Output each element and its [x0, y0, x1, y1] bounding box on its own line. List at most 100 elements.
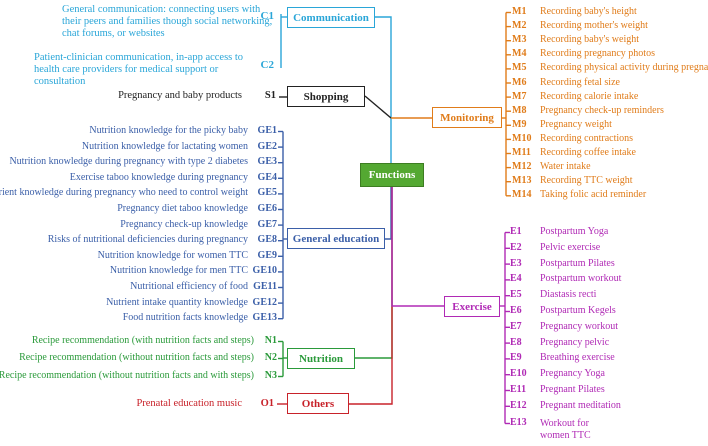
others-item-text: Prenatal education music — [136, 398, 242, 409]
exercise-item-text: Pregnancy Yoga — [540, 368, 605, 380]
general-item-code: GE4 — [257, 171, 277, 183]
monitoring-item-text: Recording fetal size — [540, 76, 620, 88]
exercise-item-text: Workout for women TTC — [540, 418, 591, 441]
exercise-item-code: E4 — [510, 273, 522, 285]
monitoring-item-code: M13 — [512, 175, 532, 187]
general-education-category-box: General education — [287, 228, 385, 249]
others-item-code: O1 — [260, 398, 274, 409]
general-item-text: Risks of nutritional deficiencies during… — [47, 234, 248, 246]
monitoring-item-code: M14 — [512, 189, 532, 201]
monitoring-item-text: Recording baby's height — [540, 6, 637, 17]
monitoring-item-text: Recording TTC weight — [540, 175, 633, 187]
general-item-code: GE1 — [257, 125, 277, 136]
general-item-code: GE13 — [252, 312, 277, 324]
exercise-item-code: E6 — [510, 305, 522, 316]
nutrition-item-code: N1 — [264, 335, 277, 346]
exercise-item-text: Pelvic exercise — [540, 241, 601, 253]
monitoring-item-text: Recording mother's weight — [540, 20, 648, 32]
monitoring-item-text: Pregnancy weight — [540, 118, 612, 130]
general-item-code: GE8 — [257, 234, 277, 246]
monitoring-item-text: Recording physical activity during pregn… — [540, 62, 708, 74]
shopping-item-text: Pregnancy and baby products — [118, 90, 242, 101]
monitoring-category-box: Monitoring — [432, 107, 502, 128]
nutrition-item-code: N2 — [264, 352, 277, 363]
communication-to-center-line — [375, 16, 392, 163]
shopping-to-center-line — [364, 95, 392, 119]
exercise-item-code: E13 — [510, 417, 527, 428]
general-item-text: Nutrient intake quantity knowledge — [106, 296, 248, 308]
general-item-code: GE10 — [252, 265, 277, 277]
exercise-item-text: Postpartum Yoga — [540, 226, 609, 237]
shopping-category-box: Shopping — [287, 86, 365, 107]
monitoring-item-text: Taking folic acid reminder — [540, 189, 647, 201]
exercise-item-code: E3 — [510, 257, 522, 269]
general-item-text: Food nutrition facts knowledge — [122, 312, 248, 324]
exercise-item-code: E7 — [510, 320, 522, 332]
monitoring-item-code: M4 — [512, 48, 527, 60]
nutrition-item-code: N3 — [264, 370, 277, 381]
functions-center-node: Functions — [360, 163, 424, 187]
general-item-code: GE2 — [257, 140, 277, 152]
exercise-item-text: Postpartum Kegels — [540, 305, 616, 316]
monitoring-item-code: M2 — [512, 20, 527, 32]
exercise-item-code: E2 — [510, 241, 522, 253]
exercise-item-text: Breathing exercise — [540, 352, 615, 364]
monitoring-item-code: M1 — [512, 6, 527, 17]
exercise-item-text: Diastasis recti — [540, 289, 597, 301]
monitoring-item-text: Water intake — [540, 161, 591, 173]
general-item-code: GE3 — [257, 156, 277, 168]
monitoring-item-code: M12 — [512, 161, 532, 173]
monitoring-item-code: M3 — [512, 34, 527, 46]
monitoring-item-code: M10 — [512, 132, 532, 144]
monitoring-item-text: Recording baby's weight — [540, 34, 640, 46]
others-category-box: Others — [287, 393, 349, 414]
exercise-item-code: E5 — [510, 289, 522, 301]
general-item-text: Nutrient knowledge during pregnancy who … — [0, 187, 248, 199]
nutrition-item-text: Recipe recommendation (with nutrition fa… — [31, 335, 254, 346]
shopping-item-code: S1 — [264, 90, 276, 101]
exercise-category-box: Exercise — [444, 296, 500, 317]
monitoring-item-text: Recording coffee intake — [540, 147, 636, 158]
nutrition-category-box: Nutrition — [287, 348, 355, 369]
nutrition-to-center-line — [355, 187, 393, 359]
general-item-text: Exercise taboo knowledge during pregnanc… — [69, 171, 248, 183]
general-item-code: GE7 — [257, 218, 277, 230]
others-to-center-line — [349, 187, 393, 405]
general-item-text: Nutrition knowledge for men TTC — [109, 265, 248, 277]
exercise-item-text: Postpartum Pilates — [540, 257, 615, 269]
communication-item-text: General communication: connecting users … — [62, 4, 273, 39]
monitoring-item-code: M11 — [512, 147, 531, 158]
general-item-text: Nutrition knowledge for the picky baby — [89, 125, 248, 136]
exercise-to-center-line — [391, 187, 444, 307]
exercise-item-text: Pregnancy pelvic — [540, 336, 610, 348]
general-item-text: Nutrition knowledge during pregnancy wit… — [9, 156, 248, 168]
monitoring-item-code: M8 — [512, 104, 527, 116]
exercise-item-code: E11 — [510, 384, 527, 395]
general-item-code: GE11 — [253, 281, 277, 292]
exercise-item-code: E12 — [510, 399, 527, 411]
general-item-text: Nutrition knowledge for lactating women — [81, 140, 248, 152]
monitoring-item-text: Pregnancy check-up reminders — [540, 104, 664, 116]
exercise-item-text: Pregnant meditation — [540, 399, 621, 411]
general-item-text: Nutritional efficiency of food — [130, 281, 248, 292]
communication-category-box: Communication — [287, 7, 375, 28]
monitoring-item-code: M5 — [512, 62, 527, 74]
communication-item-code: C1 — [260, 10, 274, 22]
monitoring-item-text: Recording contractions — [540, 132, 634, 144]
general-item-code: GE6 — [257, 203, 277, 214]
monitoring-item-code: M7 — [512, 90, 527, 102]
monitoring-item-text: Recording pregnancy photos — [540, 48, 655, 60]
exercise-item-code: E1 — [510, 226, 522, 237]
exercise-item-code: E9 — [510, 352, 522, 364]
communication-item-code: C2 — [260, 59, 274, 71]
general-item-code: GE9 — [257, 249, 277, 261]
general-item-code: GE12 — [252, 296, 277, 308]
monitoring-item-text: Recording calorie intake — [540, 90, 639, 102]
exercise-item-text: Pregnancy workout — [540, 320, 619, 332]
monitoring-item-code: M6 — [512, 76, 527, 88]
general-item-text: Pregnancy diet taboo knowledge — [117, 203, 248, 214]
exercise-item-code: E8 — [510, 336, 522, 348]
general-item-text: Nutrition knowledge for women TTC — [97, 249, 248, 261]
